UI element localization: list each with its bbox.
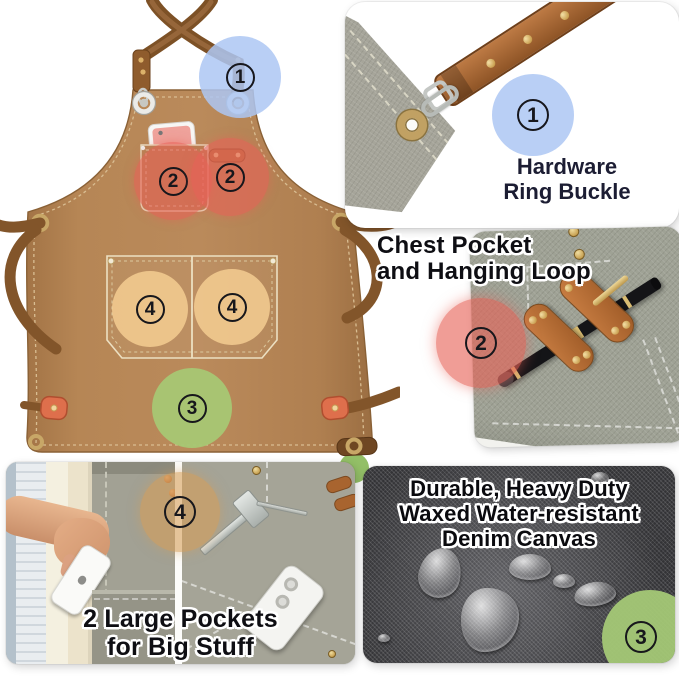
- grommet-ring-icon: [397, 110, 427, 140]
- hardware-label-line2: Ring Buckle: [503, 179, 631, 205]
- pockets-label: 2 Large Pockets for Big Stuff: [6, 605, 355, 661]
- marker-circle-pocket-right: 4: [194, 269, 270, 345]
- pen-cap: [648, 275, 663, 292]
- marker-circle-hanging-loop: 2: [191, 138, 269, 216]
- chest-label-line1: Chest Pocket: [377, 232, 532, 259]
- water-droplet: [378, 634, 390, 642]
- canvas-label-line3: Denim Canvas: [441, 526, 596, 552]
- callout-circle-chest: 2: [436, 298, 526, 388]
- rivet-icon: [484, 57, 498, 70]
- panel-divider: [175, 462, 182, 664]
- marker-number-4a: 4: [135, 294, 165, 324]
- chest-pocket-label: Chest Pocket and Hanging Loop: [377, 232, 591, 286]
- chest-label-line2: and Hanging Loop: [377, 258, 591, 286]
- rivet-icon: [537, 309, 549, 321]
- canvas-label-line2: Waxed Water-resistant: [399, 501, 639, 527]
- snap-button-icon: [328, 650, 336, 658]
- bottom-grommet-right: [345, 437, 363, 455]
- water-droplet: [509, 554, 551, 580]
- photo-large-pockets: 4 2 Large Pockets for Big Stuff: [6, 462, 355, 664]
- pen-band: [622, 295, 633, 309]
- fabric-hem: [92, 462, 178, 474]
- marker-number-3: 3: [177, 393, 207, 423]
- pockets-label-line1: 2 Large Pockets: [83, 605, 278, 633]
- pocket-left: [92, 590, 178, 664]
- callout-circle-pockets: 4: [140, 472, 220, 552]
- marker-number-1: 1: [225, 62, 255, 92]
- orange-strap-tip-left: [40, 395, 68, 421]
- callout-number-pockets: 4: [164, 496, 196, 528]
- pocket-stitch: [94, 598, 176, 600]
- edge-stitching: [33, 96, 365, 446]
- marker-circle-pocket-left: 4: [112, 271, 188, 347]
- callout-number-canvas: 3: [625, 621, 657, 653]
- marker-number-2a: 2: [158, 166, 188, 196]
- rivet-icon: [558, 9, 571, 22]
- marker-number-4b: 4: [217, 292, 247, 322]
- photo-denim-canvas: Durable, Heavy Duty Waxed Water-resistan…: [363, 466, 675, 663]
- orange-strap-tip-right: [320, 395, 350, 421]
- hardware-label: Hardware Ring Buckle: [457, 154, 677, 204]
- hardware-label-line1: Hardware: [516, 154, 618, 179]
- callout-number-chest: 2: [465, 327, 497, 359]
- snap-button-icon: [252, 466, 261, 475]
- camera-lens-icon: [281, 574, 301, 595]
- rivet-icon: [620, 319, 632, 331]
- rivet-icon: [521, 33, 535, 46]
- canvas-label: Durable, Heavy Duty Waxed Water-resistan…: [363, 476, 675, 551]
- water-droplet: [591, 472, 609, 484]
- rivet-icon: [570, 354, 582, 366]
- rivet-icon: [609, 325, 621, 337]
- rivet-icon: [581, 349, 593, 361]
- apple-logo-icon: [76, 574, 88, 587]
- seam-line: [266, 462, 268, 502]
- water-droplet: [553, 574, 575, 588]
- canvas-label-line1: Durable, Heavy Duty: [410, 476, 628, 501]
- bottom-grommet-left: [28, 434, 44, 450]
- callout-circle-hardware: 1: [492, 74, 574, 156]
- marker-circle-hardware: 1: [199, 36, 281, 118]
- rivet-icon: [527, 314, 539, 326]
- pockets-label-line2: for Big Stuff: [106, 632, 254, 661]
- photo-hardware-ring-buckle: 1 Hardware Ring Buckle: [345, 2, 679, 228]
- marker-circle-canvas: 3: [152, 368, 232, 448]
- marker-number-2b: 2: [215, 162, 245, 192]
- callout-number-hardware: 1: [517, 99, 549, 131]
